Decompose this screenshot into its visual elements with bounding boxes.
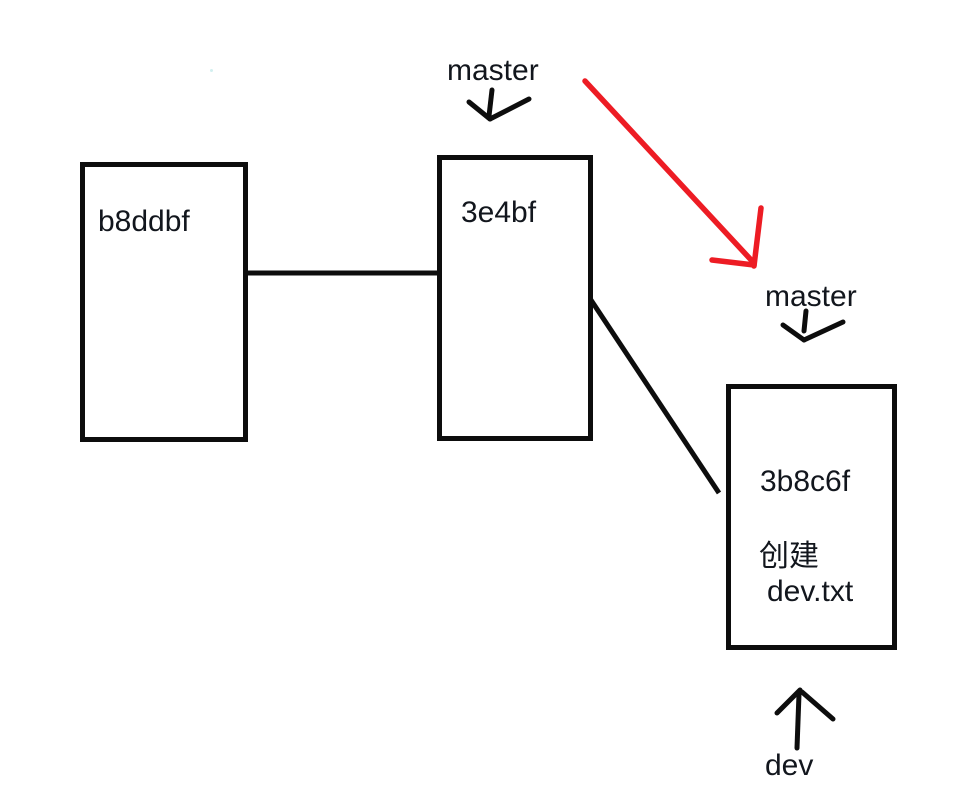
branch-label-master-top: master (447, 54, 539, 87)
commit-node-b8ddbf: b8ddbf (80, 162, 248, 442)
commit-note-line1: 创建 (759, 540, 819, 573)
commit-hash-label: 3b8c6f (760, 465, 851, 498)
branch-label-dev: dev (765, 749, 814, 782)
commit-node-3e4bf: 3e4bf (437, 155, 593, 441)
master-right-down-arrow-icon (780, 308, 846, 343)
commit-note-line2: dev.txt (767, 575, 854, 608)
commit-hash-label: 3e4bf (461, 196, 537, 229)
link-3e4bf-to-3b8c6f (586, 295, 722, 495)
stray-mark (210, 69, 213, 72)
commit-hash-label: b8ddbf (98, 205, 190, 238)
red-redirect-arrow-icon (582, 78, 764, 269)
master-top-down-arrow-icon (466, 87, 532, 122)
commit-node-3b8c6f: 3b8c6f 创建 dev.txt (726, 384, 897, 650)
dev-up-arrow-icon (774, 687, 836, 751)
commit-links (244, 270, 722, 495)
branch-label-master-right: master (765, 280, 857, 313)
